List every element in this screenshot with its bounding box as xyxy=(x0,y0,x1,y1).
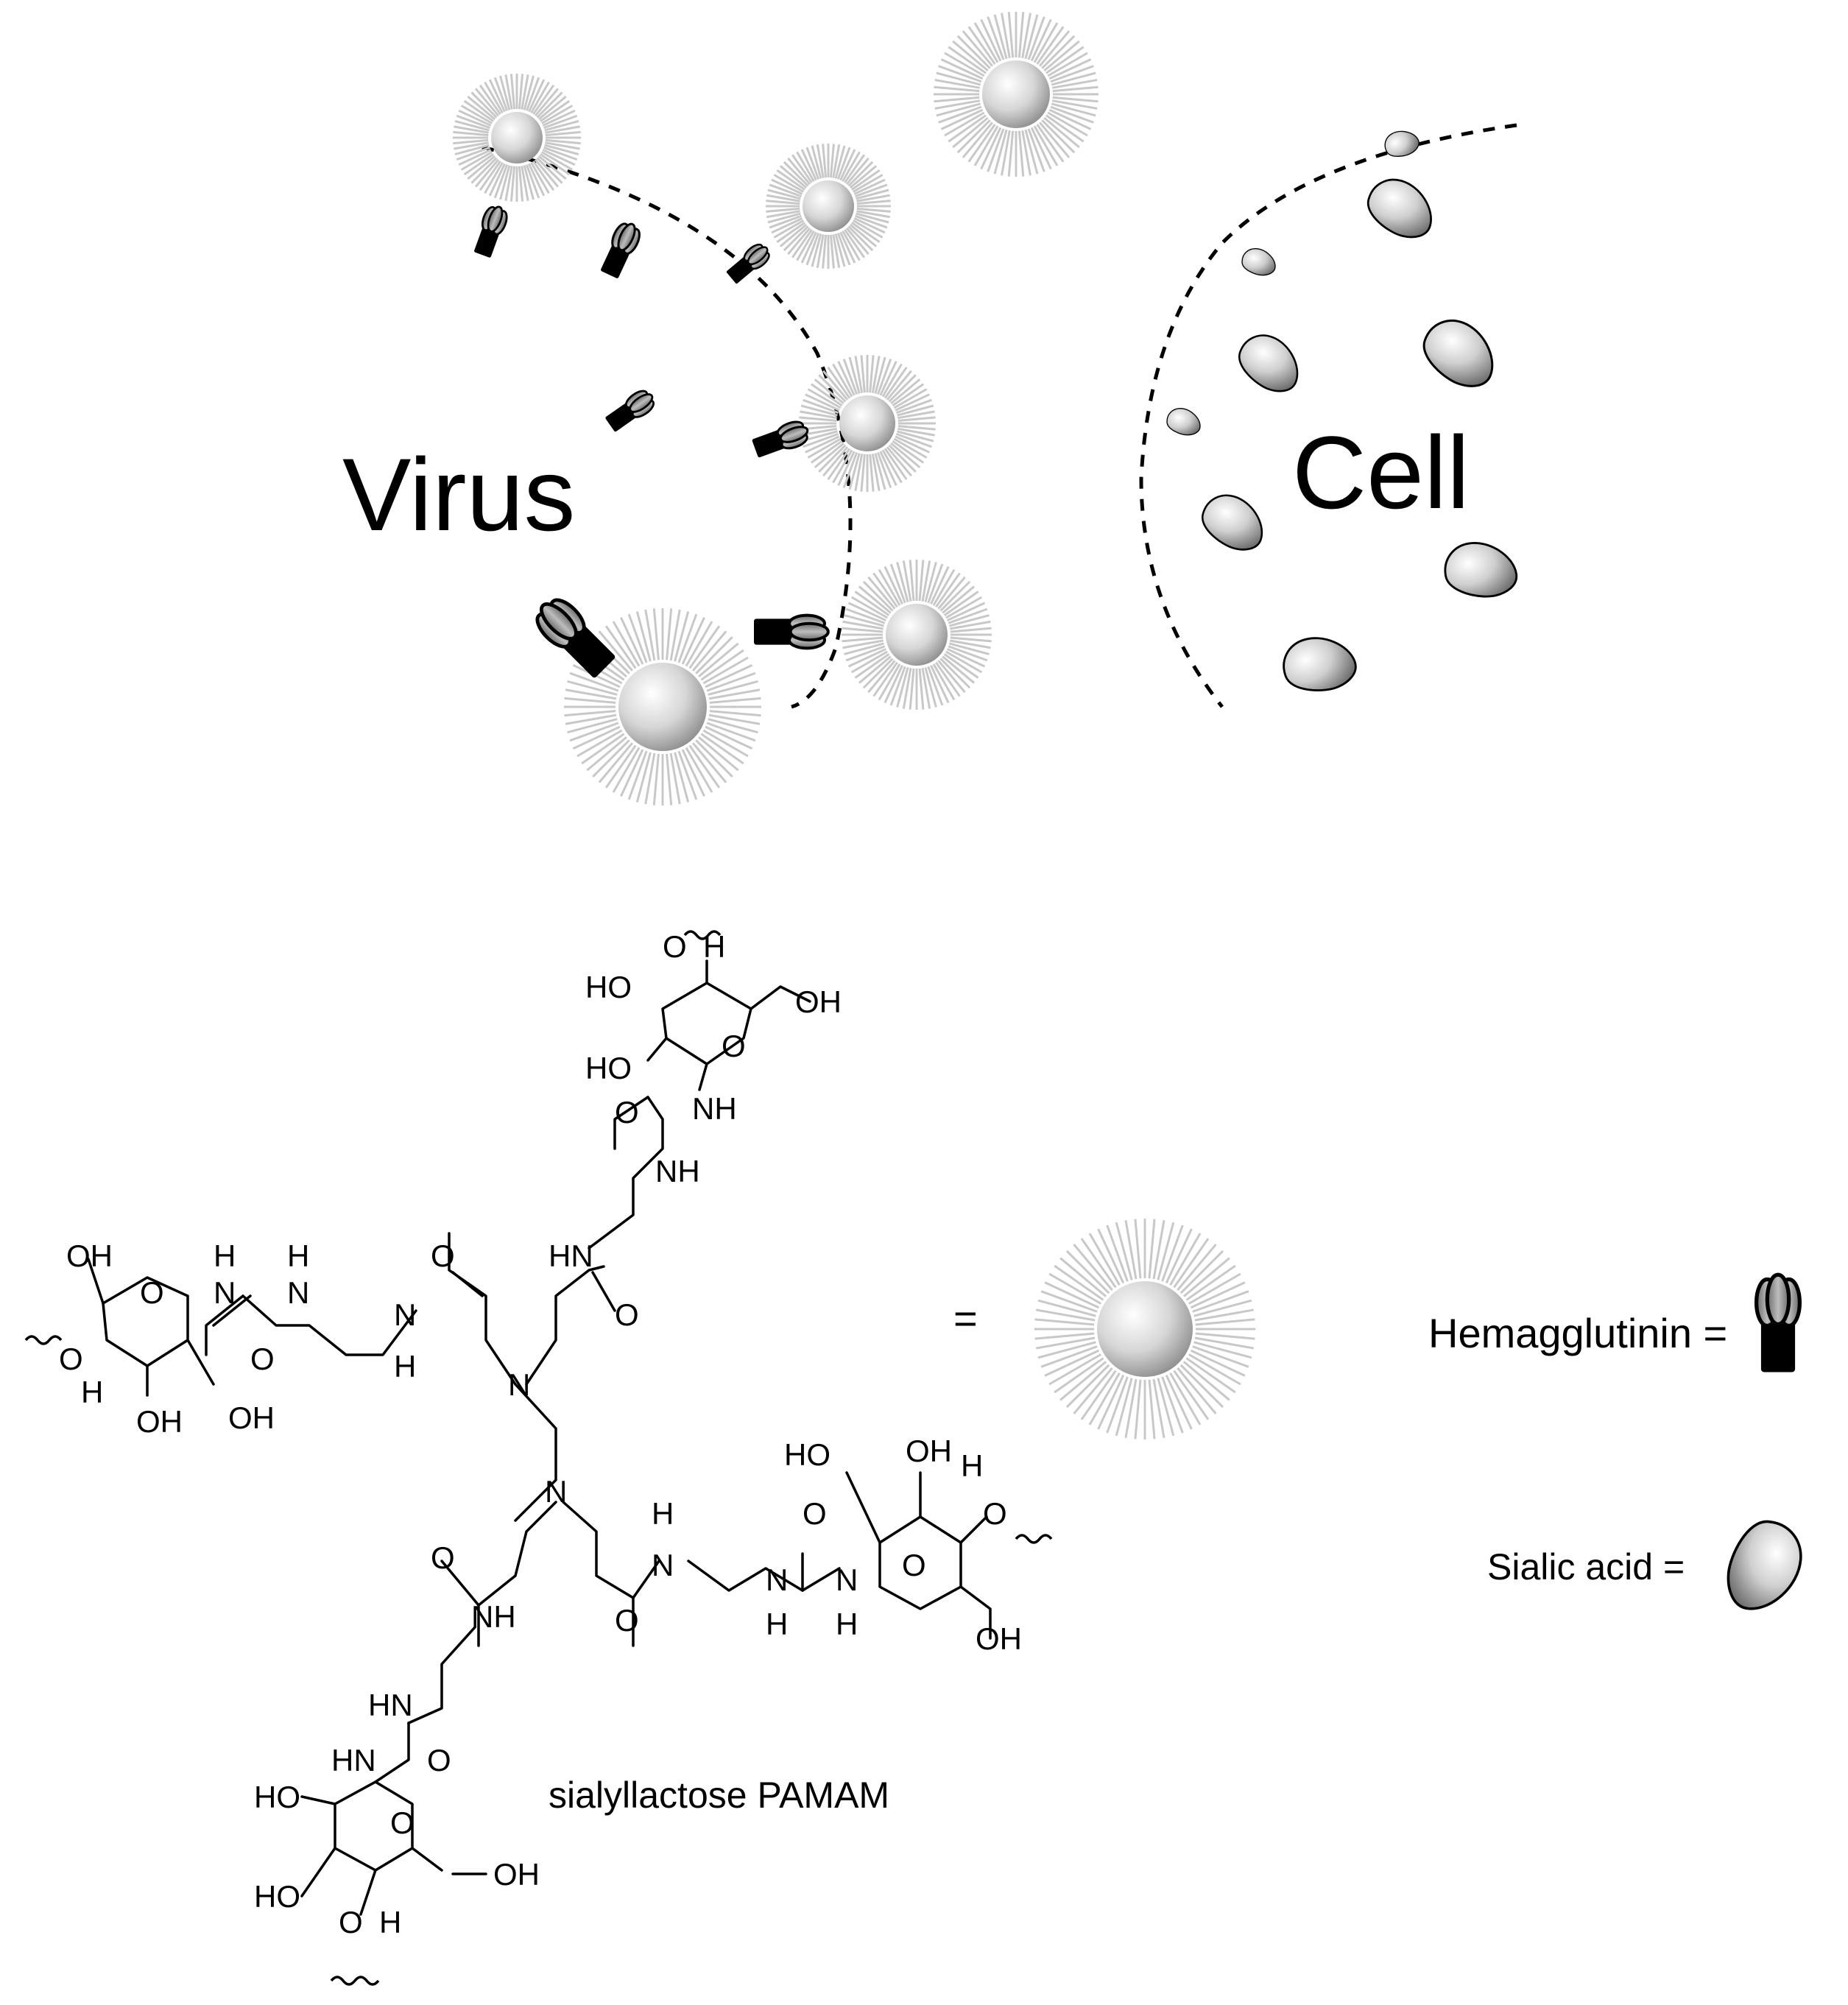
atom-label: H xyxy=(394,1349,416,1384)
hemagglutinin-icon xyxy=(470,202,512,260)
molecule-caption: sialyllactose PAMAM xyxy=(549,1775,889,1816)
dendrimer-sphere-icon xyxy=(842,560,992,710)
atom-label: N xyxy=(836,1562,858,1597)
hemagglutinin-icon xyxy=(723,239,775,287)
atom-label: HO xyxy=(254,1879,300,1914)
dendrimer-sphere-icon xyxy=(1034,1219,1255,1440)
atom-label: OH xyxy=(66,1238,113,1273)
atom-label: N xyxy=(545,1474,567,1509)
dendrimer-sphere-icon xyxy=(766,144,891,269)
sialic-acid-icon xyxy=(1241,248,1276,276)
atom-label: HO xyxy=(585,1051,632,1085)
atom-label: O xyxy=(339,1905,363,1939)
sialic-acid-icon xyxy=(1361,172,1441,244)
atom-label: N xyxy=(652,1548,674,1582)
atom-label: NH xyxy=(655,1154,700,1188)
atom-label: OH xyxy=(493,1857,540,1892)
sialic-acid-icon xyxy=(1380,123,1423,164)
atom-label: HN xyxy=(549,1238,593,1273)
atom-label: O xyxy=(431,1238,455,1273)
dendrimer-sphere-icon xyxy=(453,74,581,202)
atom-label: O xyxy=(663,929,687,964)
atom-label: N xyxy=(214,1275,236,1310)
atom-label: H xyxy=(379,1905,401,1939)
virus-membrane xyxy=(482,145,853,709)
atom-label: HN xyxy=(331,1743,376,1777)
pamam-molecule: O H HO OH HO O NH O NH HN O OH O H H N N… xyxy=(24,929,1053,1986)
atom-label: O xyxy=(803,1496,827,1531)
dendrimer-sphere-icon xyxy=(934,12,1098,177)
atom-label: OH xyxy=(795,984,842,1019)
atom-label: H xyxy=(287,1238,309,1273)
atom-label: H xyxy=(961,1448,983,1483)
cell-label: Cell xyxy=(1292,415,1470,530)
atom-label: O xyxy=(902,1548,926,1582)
sialic-acid-icon xyxy=(1230,327,1309,398)
atom-label: NH xyxy=(471,1599,516,1634)
atom-label: H xyxy=(81,1375,103,1409)
equals-sign: = xyxy=(953,1295,978,1342)
atom-label: O xyxy=(250,1342,275,1376)
atom-label: H xyxy=(652,1496,674,1531)
atom-label: N xyxy=(287,1275,309,1310)
atom-label: H xyxy=(703,929,725,964)
atom-label: O xyxy=(140,1275,164,1310)
atom-label: O xyxy=(615,1603,639,1638)
atom-label: O xyxy=(427,1743,451,1777)
atom-label: HO xyxy=(585,970,632,1004)
hemagglutinin-icon xyxy=(754,616,828,649)
atom-label: OH xyxy=(976,1621,1022,1656)
sialic-acid-legend-label: Sialic acid = xyxy=(1487,1546,1685,1588)
hemagglutinin-icon xyxy=(596,217,645,281)
sialic-acid-icon xyxy=(1724,1517,1805,1615)
atom-label: O xyxy=(431,1540,455,1575)
sialic-acid-icon xyxy=(1195,489,1272,556)
atom-label: NH xyxy=(692,1091,737,1126)
hemagglutinin-legend-label: Hemagglutinin = xyxy=(1428,1310,1727,1356)
virus-label: Virus xyxy=(342,437,575,552)
atom-label: OH xyxy=(906,1434,952,1468)
cell-membrane xyxy=(1139,123,1517,708)
atom-label: N xyxy=(766,1562,788,1597)
atom-label: N xyxy=(394,1297,416,1332)
hemagglutinin-icon xyxy=(602,385,660,436)
atom-label: O xyxy=(59,1342,83,1376)
atom-label: OH xyxy=(136,1404,183,1439)
atom-label: H xyxy=(214,1238,236,1273)
atom-label: HO xyxy=(784,1437,830,1472)
atom-label: O xyxy=(722,1029,746,1063)
atom-label: O xyxy=(615,1297,639,1332)
atom-label: O xyxy=(615,1095,639,1130)
hemagglutinin-icon xyxy=(1757,1275,1800,1372)
atom-label: HO xyxy=(254,1780,300,1814)
dendrimer-sphere-icon xyxy=(799,355,936,492)
atom-label: HN xyxy=(368,1688,413,1722)
atom-label: H xyxy=(766,1607,788,1641)
atom-label: OH xyxy=(228,1400,275,1435)
atom-label: O xyxy=(390,1805,415,1840)
atom-label: O xyxy=(983,1496,1007,1531)
sialic-acid-icon xyxy=(1274,624,1362,704)
atom-label: H xyxy=(836,1607,858,1641)
sialic-acid-icon xyxy=(1439,535,1521,605)
sialic-acid-icon xyxy=(1166,408,1201,436)
hemagglutinin-icon xyxy=(750,417,813,462)
sialic-acid-icon xyxy=(1414,311,1506,395)
atom-label: N xyxy=(508,1367,530,1402)
